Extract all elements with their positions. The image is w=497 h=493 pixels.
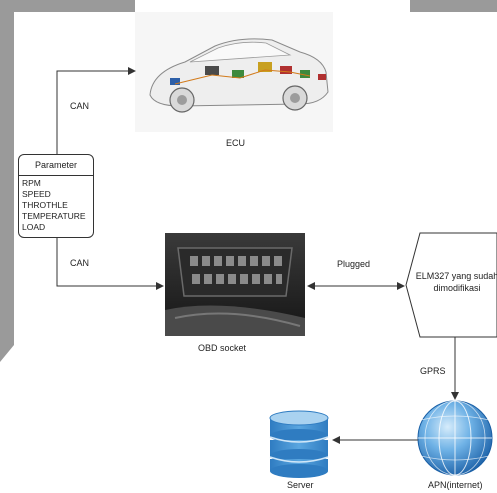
ecu-label: ECU: [226, 138, 246, 148]
server-label: Server: [287, 480, 314, 490]
parameter-list: RPM SPEED THROTHLE TEMPERATURE LOAD: [19, 176, 93, 233]
parameter-item: TEMPERATURE: [22, 211, 86, 221]
car-ecu-illustration: [135, 12, 333, 132]
edge-param-to-ecu: [56, 67, 136, 154]
obd-socket-photo: [165, 233, 305, 336]
parameter-item: SPEED: [22, 189, 51, 199]
elm-label: ELM327 yang sudah dimodifikasi: [415, 271, 497, 293]
server-database-icon: [269, 410, 329, 478]
parameter-item: THROTHLE: [22, 200, 68, 210]
edge-label-gprs: GPRS: [420, 366, 446, 376]
parameter-title: Parameter: [19, 155, 93, 176]
parameter-item: RPM: [22, 178, 41, 188]
elm-shape: [405, 232, 497, 338]
edge-param-to-obd: [56, 238, 164, 290]
background-panels: [0, 0, 497, 362]
edge-label-plugged: Plugged: [337, 259, 371, 269]
parameter-item: LOAD: [22, 222, 46, 232]
apn-label: APN(internet): [428, 480, 483, 490]
edge-label-can-bottom: CAN: [70, 258, 90, 268]
apn-globe: [417, 400, 493, 476]
obd-label: OBD socket: [198, 343, 247, 353]
parameter-box: Parameter RPM SPEED THROTHLE TEMPERATURE…: [18, 154, 94, 238]
edge-label-can-top: CAN: [70, 101, 90, 111]
